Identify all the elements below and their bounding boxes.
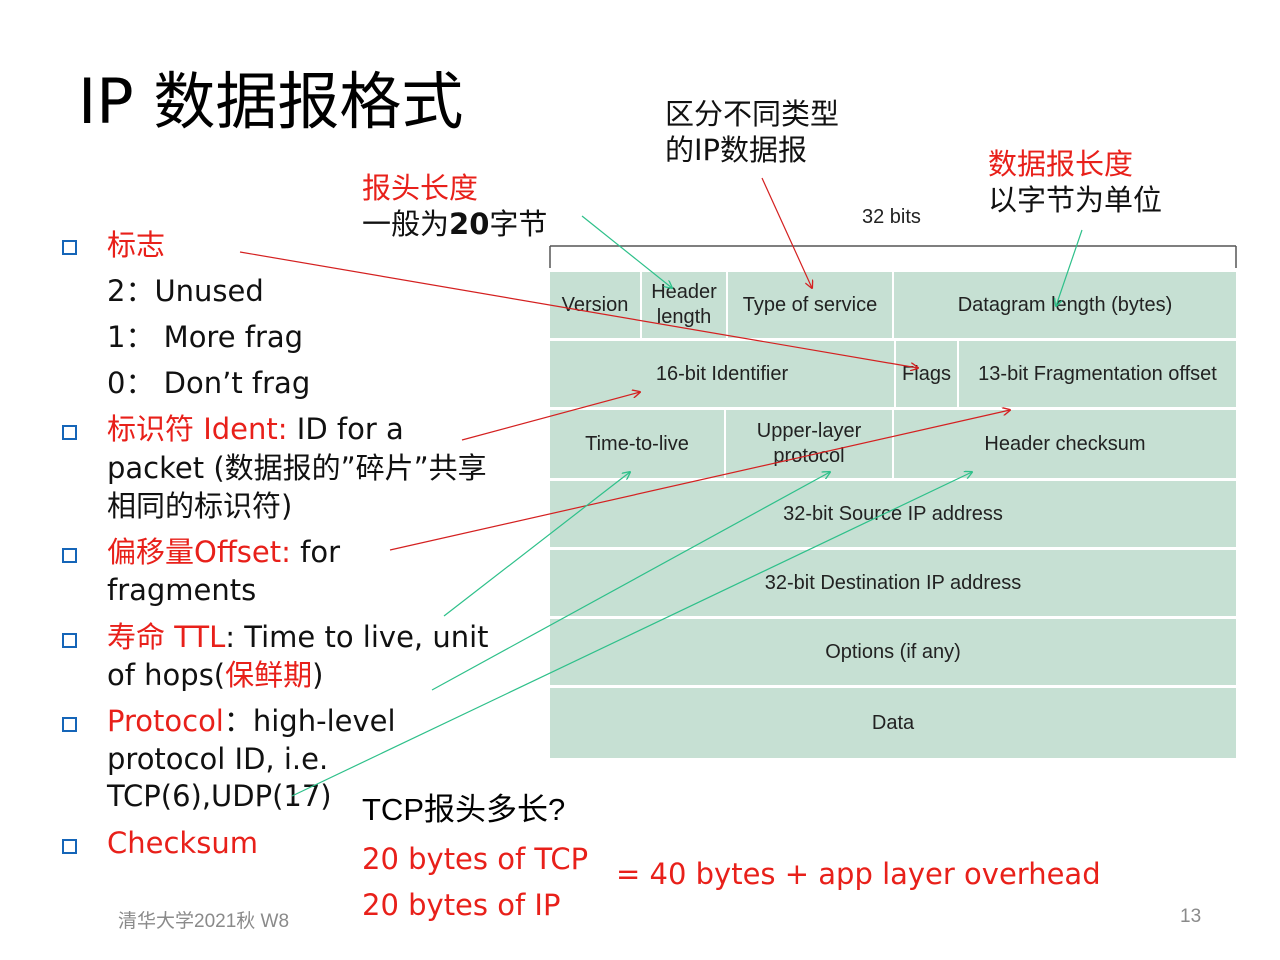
ident-line1: ID for a xyxy=(287,412,404,446)
ttl-line2-suffix: ) xyxy=(312,658,324,692)
header-length-annotation: 报头长度 一般为20字节 xyxy=(362,170,547,242)
protocol-red: Protocol xyxy=(107,704,224,738)
hlen-bold-number: 20 xyxy=(449,207,490,241)
bullet-marker xyxy=(62,240,77,255)
tos-annotation: 区分不同类型 的IP数据报 xyxy=(665,96,839,168)
cell-header-length: Header length xyxy=(642,272,726,338)
bullet-marker xyxy=(62,633,77,648)
cell-frag-offset: 13-bit Fragmentation offset xyxy=(959,341,1236,407)
bits-label: 32 bits xyxy=(862,206,921,228)
protocol-line1: ：high-level xyxy=(223,704,396,738)
ident-red: 标识符 Ident: xyxy=(107,412,288,446)
page-number: 13 xyxy=(1180,906,1202,927)
datagram-length-annotation-black: 以字节为单位 xyxy=(988,183,1163,217)
offset-line1: for xyxy=(290,535,340,569)
tcp-bytes: 20 bytes of TCP xyxy=(362,842,589,876)
cell-source-ip: 32-bit Source IP address xyxy=(550,481,1236,547)
bullet-ident: 标识符 Ident: ID for a xyxy=(107,410,404,448)
ident-line3: 相同的标识符) xyxy=(107,489,293,523)
hlen-prefix: 一般为 xyxy=(362,207,450,241)
ip-bytes: 20 bytes of IP xyxy=(362,888,561,922)
bullet-marker xyxy=(62,717,77,732)
cell-destination-ip: 32-bit Destination IP address xyxy=(550,550,1236,616)
ttl-red: 寿命 TTL xyxy=(107,620,226,654)
bullet-marker xyxy=(62,548,77,563)
flags-sub-1: 2：Unused xyxy=(107,274,264,308)
header-length-annotation-black: 一般为20字节 xyxy=(362,206,547,242)
ttl-line2-red: 保鲜期 xyxy=(225,658,313,692)
total-overhead: = 40 bytes + app layer overhead xyxy=(616,857,1101,891)
footer-course: 清华大学2021秋 W8 xyxy=(118,911,290,932)
cell-upper-layer-protocol: Upper-layer protocol xyxy=(726,410,892,478)
offset-line2: fragments xyxy=(107,573,257,607)
bullet-ttl: 寿命 TTL: Time to live, unit xyxy=(107,618,489,656)
ttl-line1: : Time to live, unit xyxy=(225,620,489,654)
cell-ttl: Time-to-live xyxy=(550,410,724,478)
bullet-protocol: Protocol：high-level xyxy=(107,702,396,740)
tos-annotation-line2: 的IP数据报 xyxy=(665,133,808,167)
cell-options: Options (if any) xyxy=(550,619,1236,685)
cell-header-checksum: Header checksum xyxy=(894,410,1236,478)
tos-annotation-line1: 区分不同类型 xyxy=(665,97,840,131)
tcp-question: TCP报头多长? xyxy=(362,792,566,827)
ident-line2: packet (数据报的”碎片”共享 xyxy=(107,451,487,485)
bullet-checksum: Checksum xyxy=(107,826,258,860)
cell-type-of-service: Type of service xyxy=(728,272,892,338)
flags-sub-3: 0： Don’t frag xyxy=(107,366,311,400)
header-length-annotation-red: 报头长度 xyxy=(362,171,479,205)
bullet-marker xyxy=(62,839,77,854)
cell-identifier: 16-bit Identifier xyxy=(550,341,894,407)
protocol-line3: TCP(6),UDP(17) xyxy=(107,779,332,813)
ttl-line2-prefix: of hops( xyxy=(107,658,226,692)
datagram-length-annotation: 数据报长度 以字节为单位 xyxy=(988,146,1162,218)
cell-version: Version xyxy=(550,272,640,338)
hlen-suffix: 字节 xyxy=(489,207,548,241)
datagram-length-annotation-red: 数据报长度 xyxy=(988,147,1134,181)
cell-data: Data xyxy=(550,688,1236,758)
bullet-offset: 偏移量Offset: for xyxy=(107,533,340,571)
bullet-marker xyxy=(62,425,77,440)
slide-title: IP 数据报格式 xyxy=(78,65,464,138)
flags-sub-2: 1： More frag xyxy=(107,320,304,354)
bullet-flags-label: 标志 xyxy=(107,228,166,262)
cell-flags: Flags xyxy=(896,341,957,407)
cell-datagram-length: Datagram length (bytes) xyxy=(894,272,1236,338)
ttl-line2: of hops(保鲜期) xyxy=(107,656,323,694)
protocol-line2: protocol ID, i.e. xyxy=(107,742,329,776)
offset-red: 偏移量Offset: xyxy=(107,535,291,569)
